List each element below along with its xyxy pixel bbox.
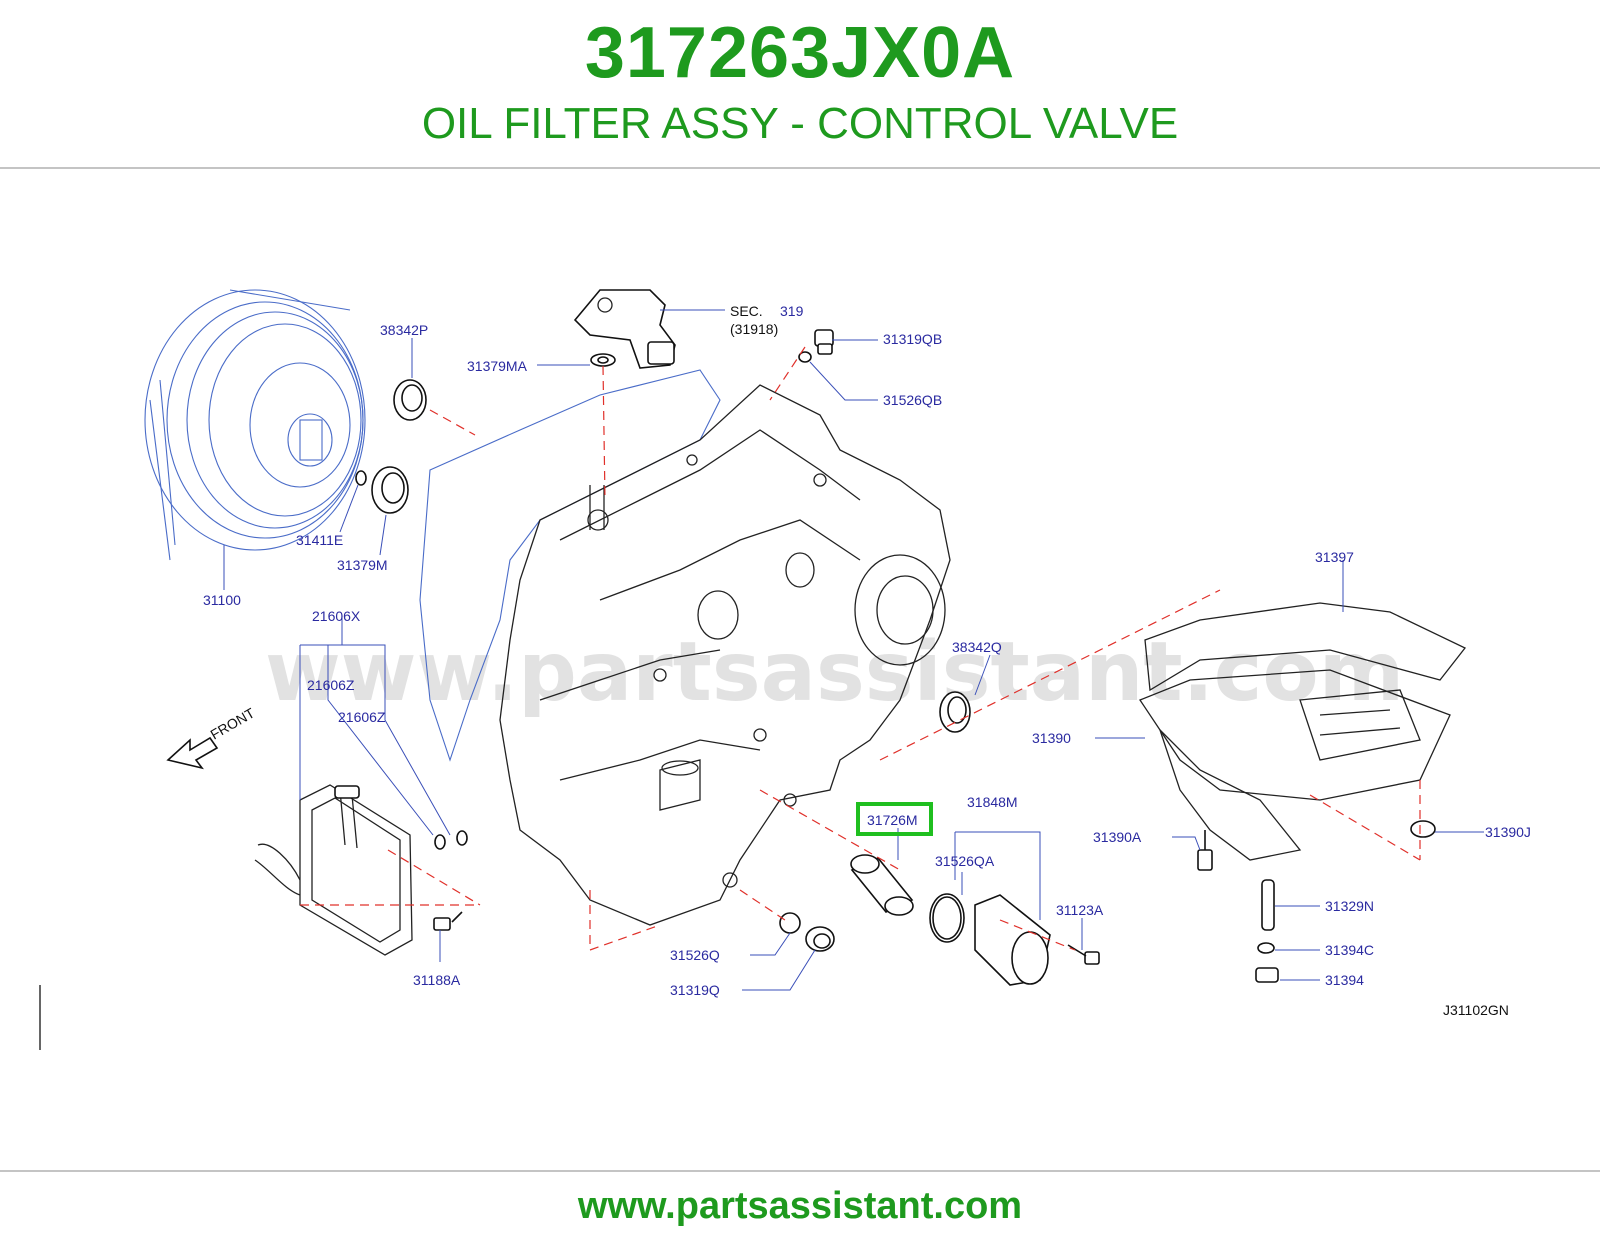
part-name-subtitle: OIL FILTER ASSY - CONTROL VALVE	[421, 99, 1179, 148]
label-31379M[interactable]: 31379M	[337, 557, 388, 573]
small-parts-drawing	[355, 329, 1436, 986]
front-direction-arrow: FRONT	[166, 704, 258, 770]
oil-cooler-drawing	[254, 784, 413, 956]
label-31394[interactable]: 31394	[1325, 972, 1364, 988]
torque-converter-drawing	[144, 289, 366, 561]
label-31394C[interactable]: 31394C	[1325, 942, 1374, 958]
diagram-watermark: www.partsassistant.com	[265, 625, 1404, 720]
label-31379MA[interactable]: 31379MA	[467, 358, 528, 374]
leader-lines	[223, 309, 1484, 991]
label-38342P[interactable]: 38342P	[380, 322, 428, 338]
label-31526QA[interactable]: 31526QA	[935, 853, 995, 869]
sec-label: SEC.	[730, 303, 763, 319]
label-31848M[interactable]: 31848M	[967, 794, 1018, 810]
label-31329N[interactable]: 31329N	[1325, 898, 1374, 914]
highlight-box	[856, 802, 933, 836]
label-31411E[interactable]: 31411E	[296, 532, 343, 548]
label-31123A[interactable]: 31123A	[1056, 902, 1104, 918]
label-31319QB[interactable]: 31319QB	[883, 331, 942, 347]
label-21606X[interactable]: 21606X	[312, 608, 361, 624]
label-31100[interactable]: 31100	[203, 592, 241, 608]
label-31319Q[interactable]: 31319Q	[670, 982, 720, 998]
label-31397[interactable]: 31397	[1315, 549, 1354, 565]
label-31390A[interactable]: 31390A	[1093, 829, 1142, 845]
label-21606Z-b[interactable]: 21606Z	[338, 709, 386, 725]
label-31390J[interactable]: 31390J	[1485, 824, 1531, 840]
footer-url[interactable]: www.partsassistant.com	[577, 1185, 1023, 1227]
footer-divider	[0, 1170, 1600, 1172]
label-31526Q[interactable]: 31526Q	[670, 947, 720, 963]
diagram-code: J31102GN	[1443, 1002, 1509, 1018]
label-31390[interactable]: 31390	[1032, 730, 1071, 746]
front-label: FRONT	[208, 704, 258, 742]
label-21606Z-a[interactable]: 21606Z	[307, 677, 355, 693]
label-38342Q[interactable]: 38342Q	[952, 639, 1002, 655]
exploded-parts-diagram: www.partsassistant.com	[39, 289, 1531, 1050]
label-31726M[interactable]: 31726M	[867, 812, 918, 828]
header-divider	[0, 167, 1600, 169]
part-number-title: 317263JX0A	[584, 13, 1016, 93]
alignment-lines	[300, 346, 1421, 951]
sec-ref-link[interactable]: 319	[780, 303, 804, 319]
transmission-case-drawing	[419, 369, 951, 926]
label-31188A[interactable]: 31188A	[413, 972, 461, 988]
oil-pan-drawing	[1139, 602, 1467, 861]
label-31526QB[interactable]: 31526QB	[883, 392, 942, 408]
sec-sub-label: (31918)	[730, 321, 778, 337]
sensor-drawing	[573, 289, 676, 369]
